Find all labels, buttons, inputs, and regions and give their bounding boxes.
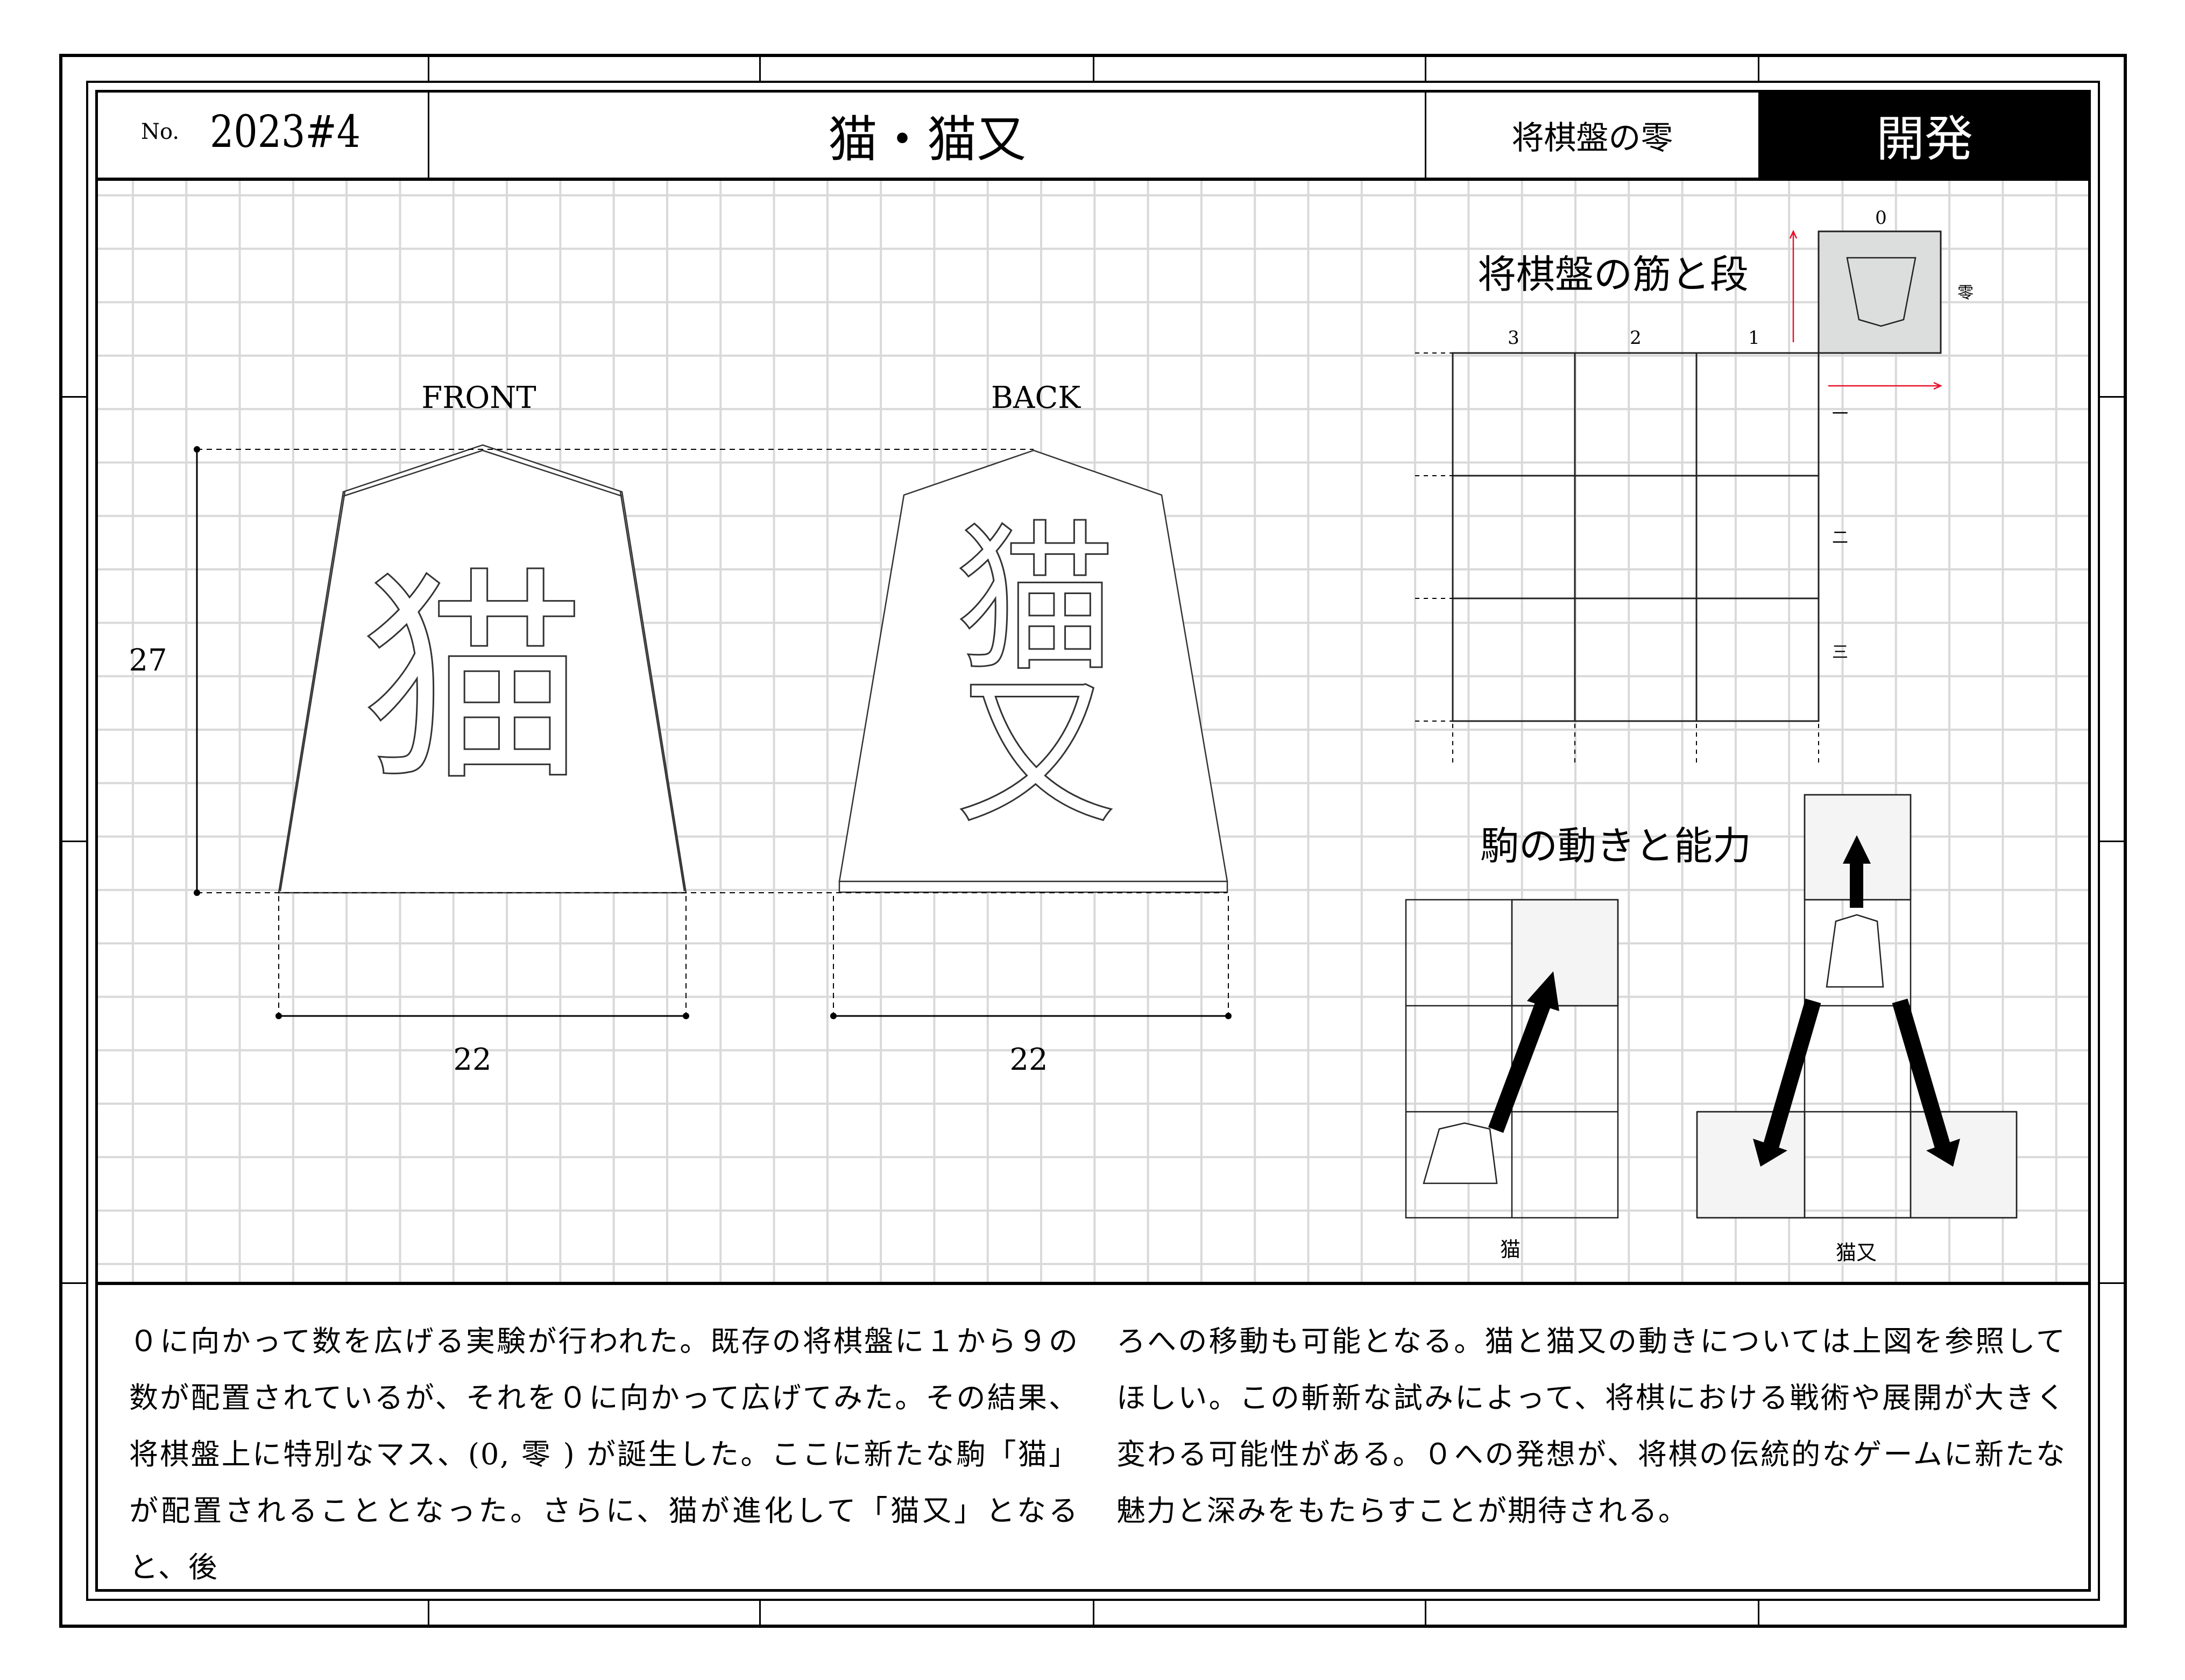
frame-tick [2099,396,2125,398]
cat-move-arrow-icon [1488,971,1559,1133]
zero-file-label: 0 [1875,207,1887,229]
description: ０に向かって数を広げる実験が行われた。既存の将棋盤に１から９の数が配置されている… [129,1313,2066,1584]
frame-tick [1425,56,1426,82]
category-badge: 開発 [1758,90,2091,179]
frame-tick [61,1282,87,1284]
rank-label-2: 二 [1832,528,1848,547]
description-column-1: ０に向かって数を広げる実験が行われた。既存の将棋盤に１から９の数が配置されている… [129,1324,1079,1584]
header-column-divider [428,93,429,179]
frame-tick [61,841,87,842]
dimension-lines [194,446,1232,1019]
description-column-2: ろへの移動も可能となる。猫と猫又の動きについては上図を参照してほしい。この斬新な… [1116,1324,2066,1528]
cat-label: 猫 [1500,1238,1521,1261]
frame-tick [1758,1601,1759,1627]
front-kanji: 猫 [360,549,588,812]
front-label: FRONT [421,380,536,415]
nekomata-move-arrows-icon [1753,835,1960,1167]
frame-tick [2099,1282,2125,1284]
axis-arrows [1789,230,1942,390]
file-label-1: 1 [1748,327,1760,349]
text-divider [98,1282,2088,1285]
zero-cell [1818,230,1942,354]
back-kanji-1: 猫 [954,506,1118,694]
middle-frame [86,81,2100,1601]
back-width-dimension: 22 [1009,1042,1048,1077]
board-diagram-title: 将棋盤の筋と段 [1477,252,1749,297]
shogi-board [1452,352,1820,722]
number-label: No. [141,119,180,144]
front-piece-outline [278,444,687,894]
back-piece-outline [838,449,1228,893]
back-kanji-2: 又 [954,659,1118,847]
frame-tick [61,396,87,398]
frame-tick [759,1601,761,1627]
board-extension-lines [1415,352,1819,767]
frame-tick [428,1601,429,1627]
frame-tick [428,56,429,82]
file-label-3: 3 [1508,327,1519,349]
frame-tick [759,56,761,82]
frame-tick [1093,1601,1094,1627]
movement-diagram-title: 駒の動きと能力 [1480,823,1752,869]
file-label-2: 2 [1630,327,1642,349]
frame-tick [1425,1601,1426,1627]
zero-rank-label: 零 [1957,284,1974,302]
rank-label-3: 三 [1832,643,1848,662]
document-number: 2023#4 [210,107,361,158]
nekomata-label: 猫又 [1835,1241,1877,1265]
category-label: 開発 [1876,111,1973,167]
frame-tick [1758,56,1759,82]
rank-label-1: 一 [1832,405,1848,423]
back-label: BACK [991,380,1081,415]
page-title: 猫・猫又 [828,110,1026,168]
height-dimension: 27 [129,643,167,678]
header-column-divider [1425,93,1426,179]
front-width-dimension: 22 [453,1042,492,1077]
header-divider [98,178,2088,181]
frame-tick [1093,56,1094,82]
series-name: 将棋盤の零 [1511,119,1673,157]
cat-move-grid [1405,899,1619,1219]
frame-tick [2099,841,2125,842]
